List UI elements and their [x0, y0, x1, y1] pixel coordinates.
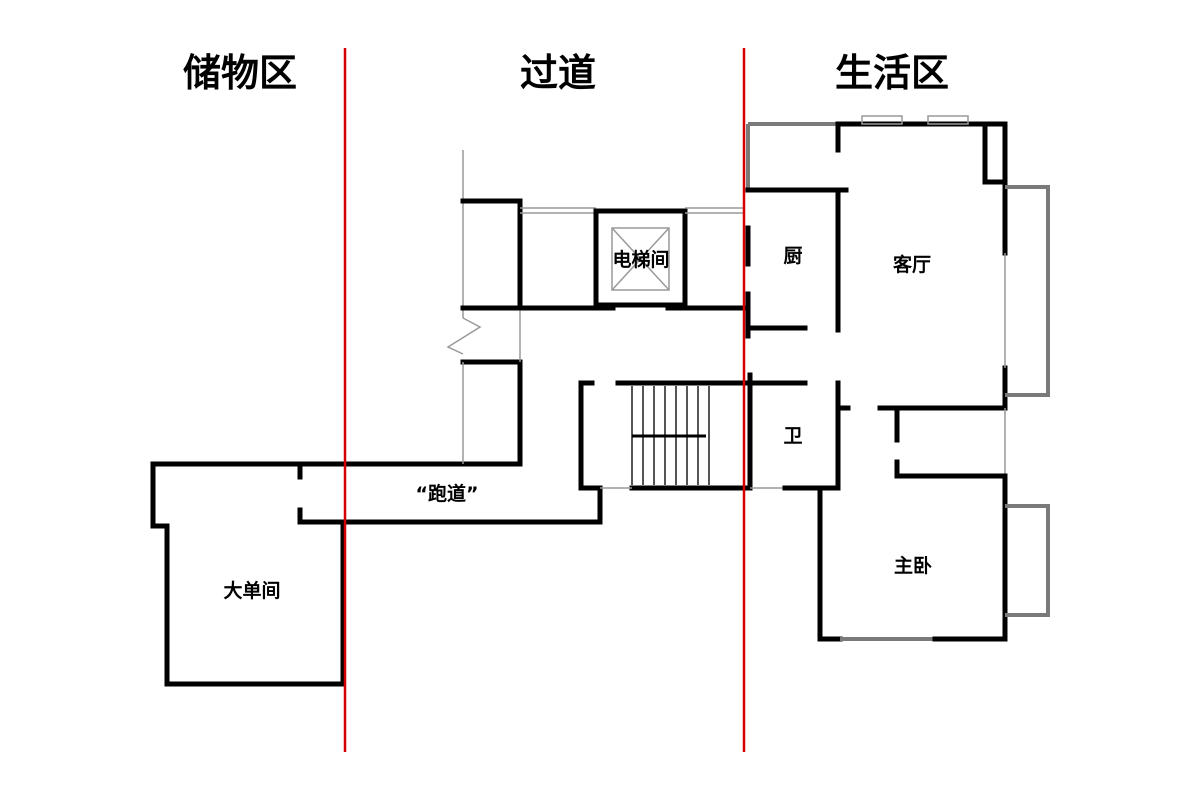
elevator-shaft: [517, 207, 748, 311]
zone-title-living: 生活区: [835, 51, 949, 95]
runway-walls: [297, 461, 603, 525]
room-label-kitchen: 厨: [783, 245, 802, 267]
living-zone-walls: [745, 115, 1050, 642]
room-label-living-room: 客厅: [893, 253, 931, 276]
service-block-walls: [446, 150, 596, 467]
room-label-bathroom: 卫: [783, 425, 802, 447]
room-label-big-room: 大单间: [223, 579, 280, 602]
zone-title-corridor: 过道: [520, 51, 596, 95]
stairwell: [578, 380, 753, 491]
big-room-walls: [150, 461, 346, 687]
room-label-runway: “跑道”: [416, 482, 479, 505]
room-label-elevator: 电梯间: [612, 248, 669, 271]
zone-title-storage: 储物区: [183, 51, 297, 95]
room-label-master-bedroom: 主卧: [894, 555, 932, 577]
